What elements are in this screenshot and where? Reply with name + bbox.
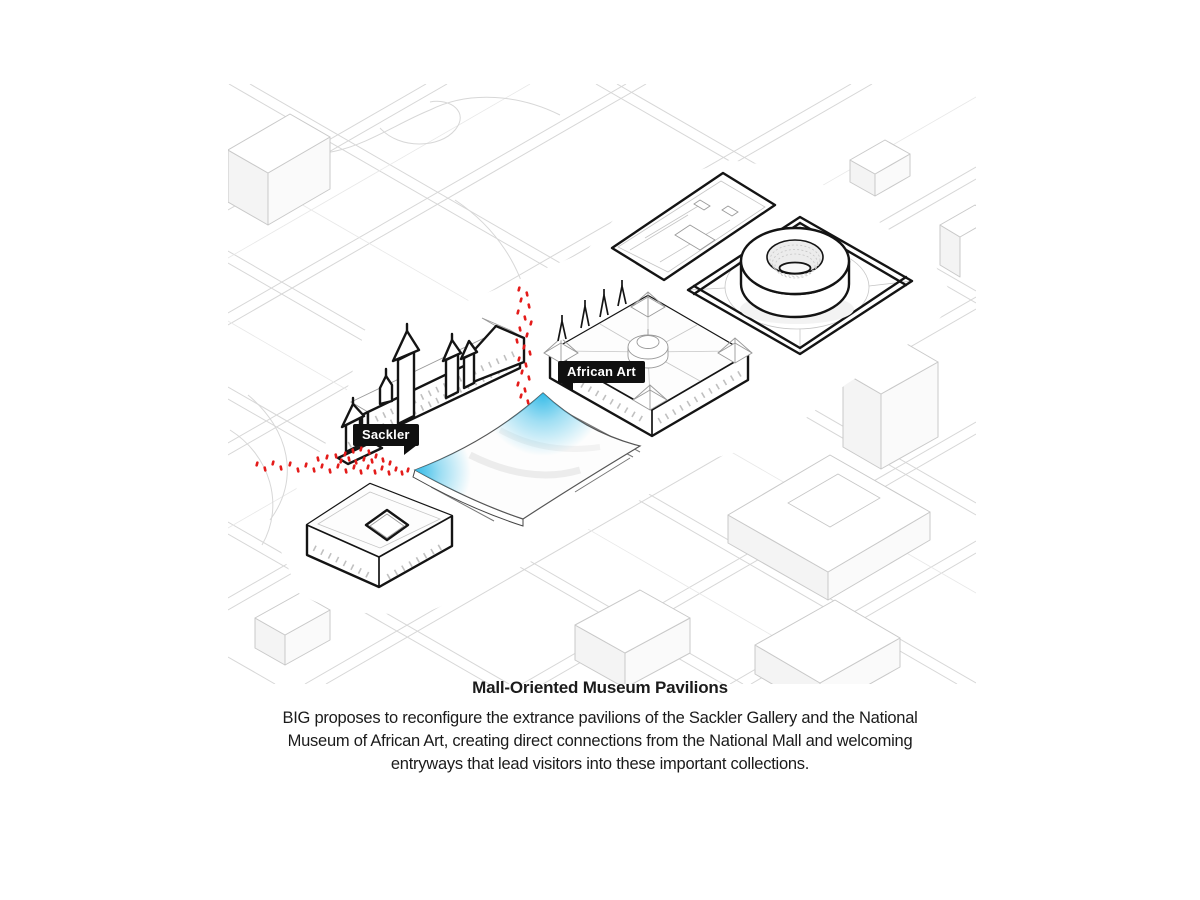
label-sackler-text: Sackler	[362, 427, 410, 442]
context-building	[254, 592, 331, 666]
label-tail	[560, 382, 573, 392]
hirshhorn-museum	[739, 226, 851, 319]
african-art-museum	[543, 280, 753, 438]
context-buildings	[228, 113, 976, 684]
label-tail	[403, 445, 417, 455]
label-african-art: African Art	[558, 361, 645, 392]
context-building	[574, 589, 691, 684]
smithsonian-castle	[336, 317, 526, 466]
context-building	[849, 139, 911, 197]
caption: Mall-Oriented Museum Pavilions BIG propo…	[0, 678, 1200, 776]
label-african-art-text: African Art	[567, 364, 636, 379]
context-building	[727, 454, 931, 601]
caption-title: Mall-Oriented Museum Pavilions	[472, 678, 728, 697]
context-building	[939, 204, 976, 278]
context-building	[228, 113, 331, 226]
caption-line: entryways that lead visitors into these …	[390, 755, 810, 773]
context-building	[754, 599, 901, 684]
garden-quadrangle-roof	[610, 171, 777, 282]
caption-line: BIG proposes to reconfigure the extrance…	[282, 709, 918, 727]
freer-gallery	[305, 482, 454, 589]
label-sackler: Sackler	[353, 424, 419, 455]
visitor-flow-dots	[255, 286, 533, 476]
caption-line: Museum of African Art, creating direct c…	[287, 732, 913, 750]
